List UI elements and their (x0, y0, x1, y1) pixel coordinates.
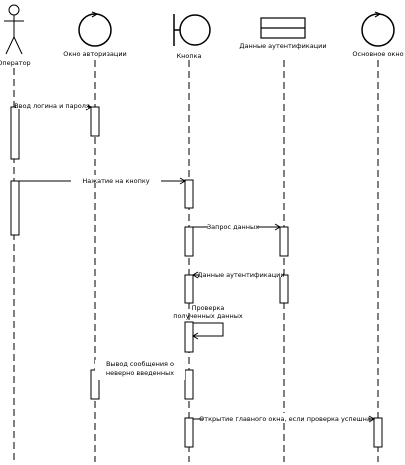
message-label-3: Запрос данных (207, 223, 259, 231)
participant-button (173, 14, 211, 46)
participant-auth-window (78, 11, 112, 47)
activation-button-3 (184, 274, 194, 304)
message-label-4: Данные аутентификации (197, 271, 284, 279)
participant-label-auth-data: Данные аутентификации (239, 42, 326, 50)
activation-button-6 (184, 417, 194, 448)
participant-main-window (361, 11, 395, 47)
activation-auth-data-1 (279, 226, 289, 257)
message-arrow-5 (193, 322, 224, 337)
activation-operator-2 (10, 180, 20, 236)
activation-button-4 (184, 321, 194, 353)
message-label-5: Проверка полученных данных (173, 304, 243, 320)
participant-label-main-window: Основное окно (352, 50, 403, 58)
activation-main-window-1 (373, 417, 383, 448)
participant-label-button: Кнопка (176, 52, 201, 60)
message-label-2: Нажатие на кнопку (82, 177, 149, 185)
activation-button-1 (184, 179, 194, 209)
participant-label-operator: Оператор (0, 59, 31, 67)
activation-auth-window-1 (90, 106, 100, 137)
participant-label-auth-window: Окно авторизации (63, 50, 127, 58)
message-label-7: Открытие главного окна, если проверка ус… (199, 415, 371, 423)
activation-button-2 (184, 226, 194, 257)
message-label-6: Вывод сообщения о неверно введенных данн… (95, 360, 185, 380)
activation-operator-1 (10, 106, 20, 160)
activation-auth-data-2 (279, 274, 289, 304)
activation-button-5 (184, 369, 194, 400)
participant-operator (4, 4, 24, 55)
message-label-1: Ввод логина и пароля (14, 102, 90, 110)
participant-auth-data (260, 17, 306, 39)
